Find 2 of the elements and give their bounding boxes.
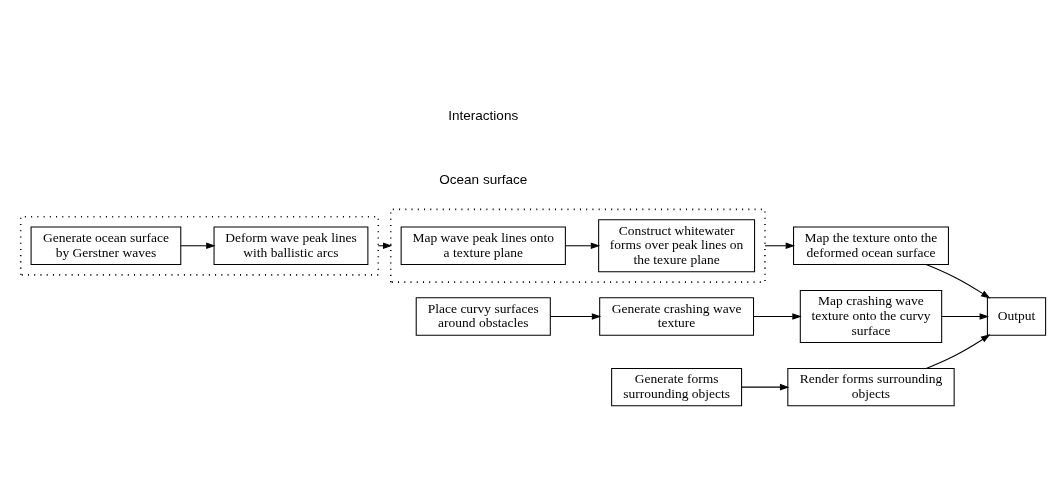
label: Ocean surface [439, 171, 528, 187]
label: Interactions [448, 107, 519, 123]
